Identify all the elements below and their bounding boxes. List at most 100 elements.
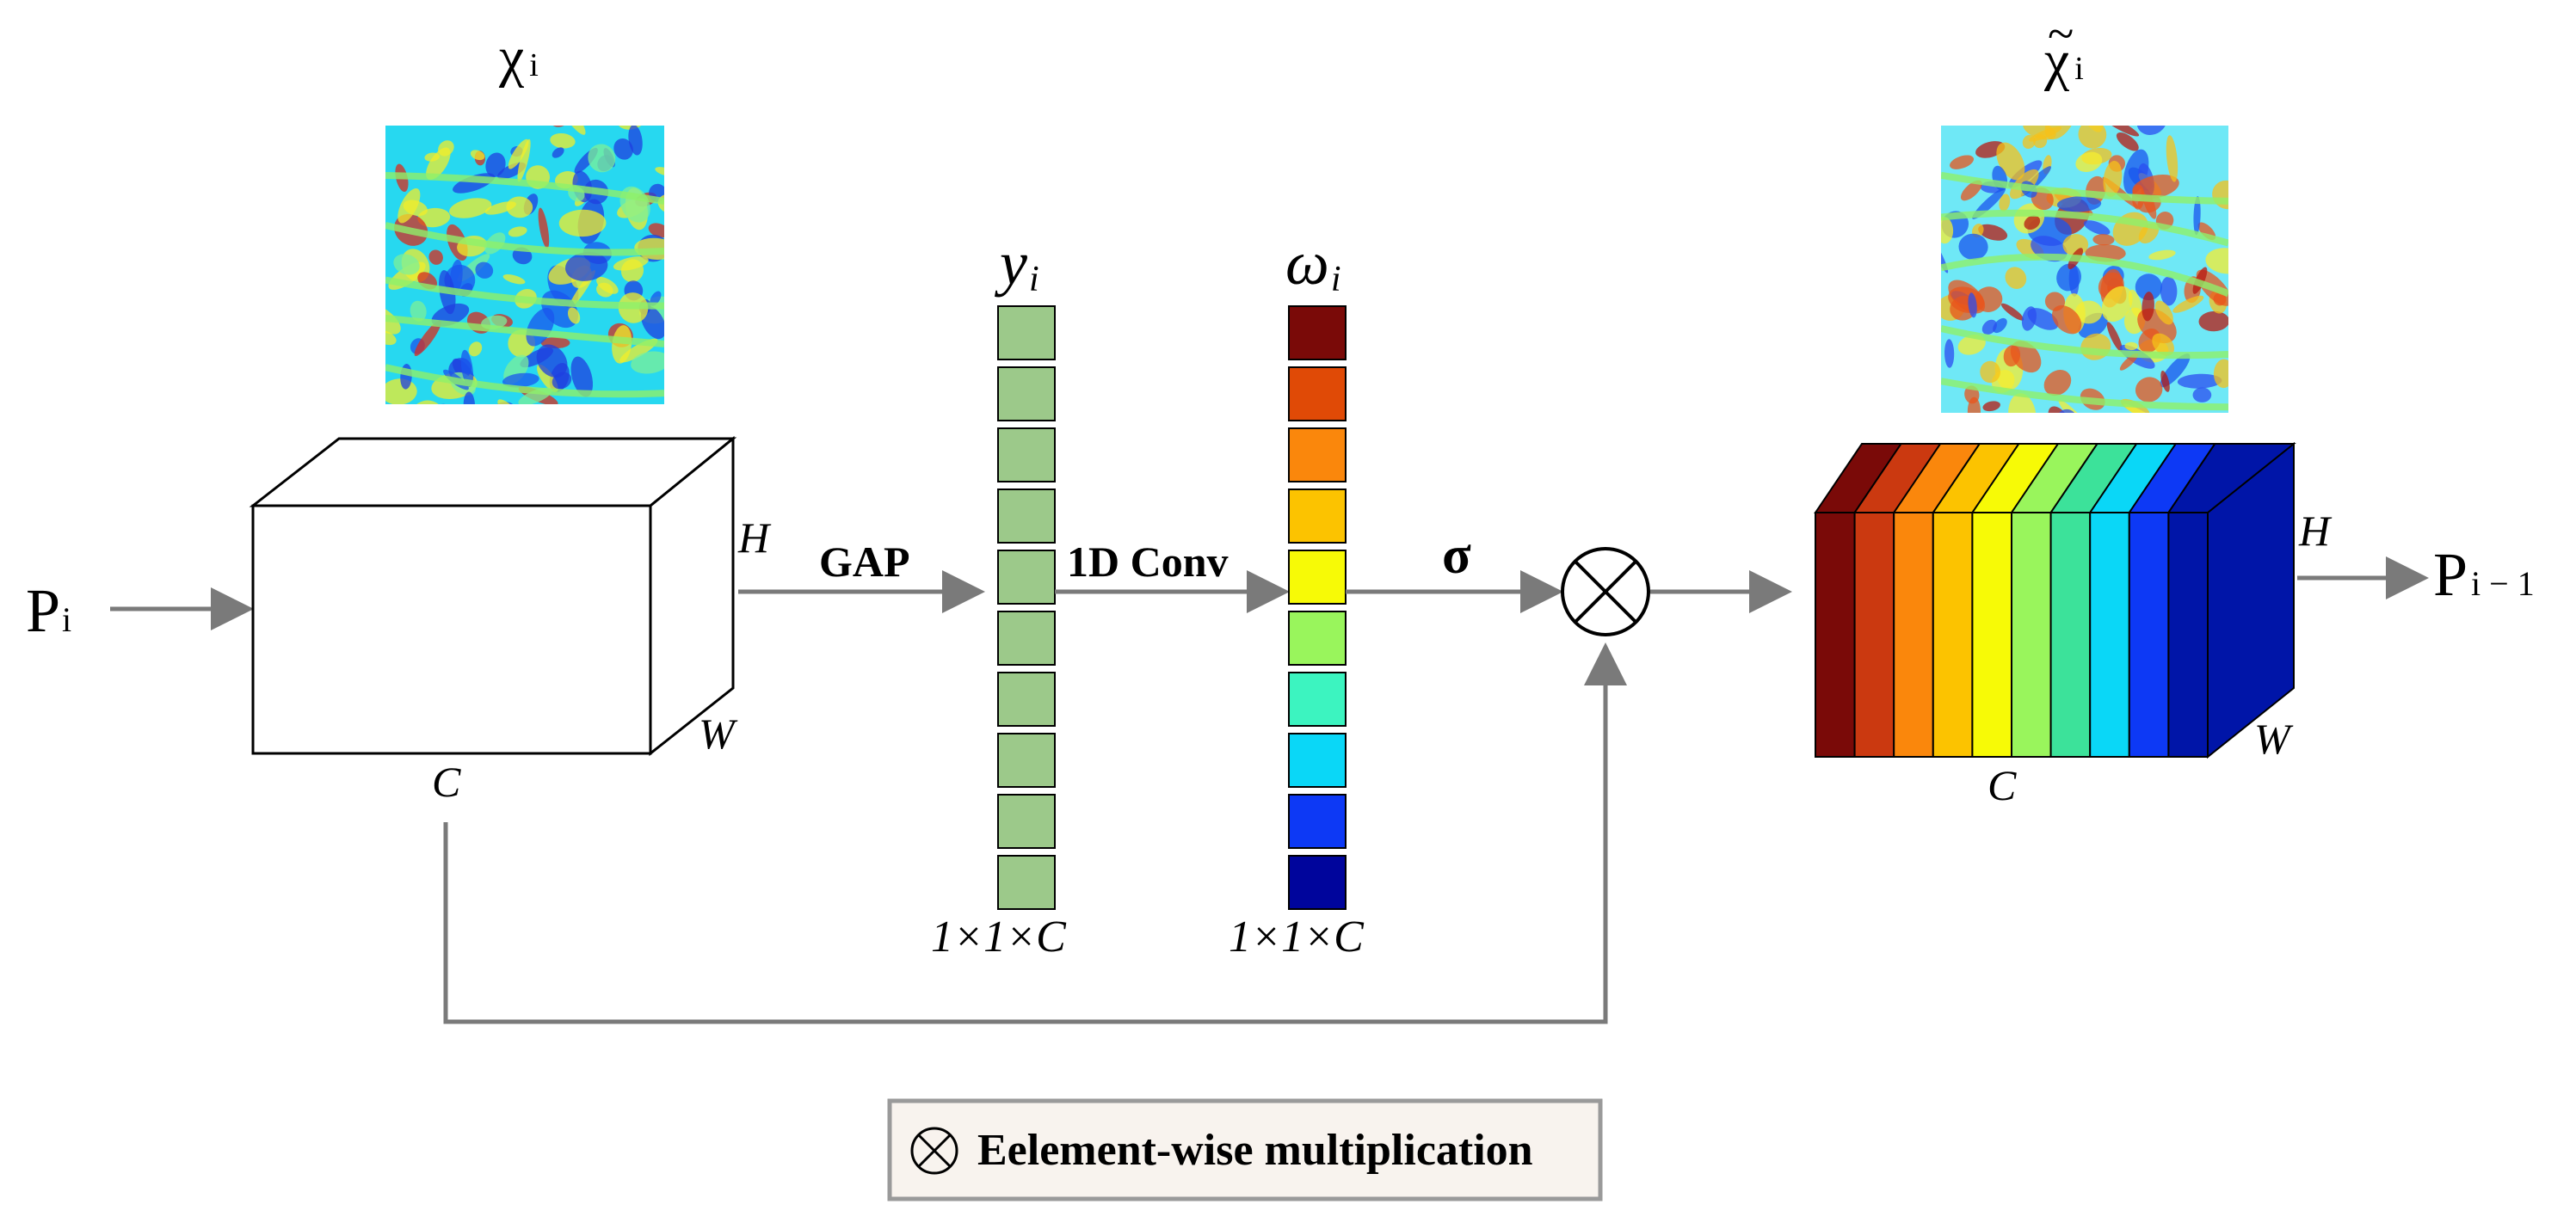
heatmap-blob [640, 305, 664, 340]
heatmap-blob [2044, 292, 2066, 311]
legend: Eelement-wise multiplication [887, 1098, 1603, 1201]
heatmap-blob [438, 140, 454, 157]
heatmap-blob [2136, 126, 2167, 135]
heatmap-blob [2172, 295, 2204, 313]
y-cell [997, 489, 1056, 544]
input-feature-map [330, 96, 733, 404]
input-cube-h-label: H [737, 513, 772, 562]
sigma-label: σ [1442, 526, 1471, 585]
heatmap-blob [2135, 377, 2163, 402]
heatmap-blob [552, 147, 564, 158]
heatmap-blob [2102, 126, 2140, 137]
heatmap-blob [585, 96, 604, 113]
output-feature-map [1941, 71, 2228, 413]
y-cell [997, 794, 1056, 849]
heatmap-road [1941, 378, 2228, 411]
heatmap-road [385, 364, 664, 398]
heatmap-blob [508, 226, 527, 237]
heatmap-blob [683, 247, 733, 295]
heatmap-blob [2000, 71, 2043, 119]
heatmap-blob [2052, 304, 2082, 335]
heatmap-blob [2142, 292, 2154, 322]
heatmap-blob [1958, 233, 1988, 261]
heatmap-blob [2056, 196, 2102, 212]
heatmap-blob [612, 325, 632, 364]
heatmap-blob [2152, 333, 2175, 356]
heatmap-blob [463, 391, 476, 404]
heatmap-blob [1993, 317, 2007, 334]
heatmap-blob [1982, 401, 2000, 412]
heatmap-blob [2124, 341, 2138, 351]
heatmap-blob [449, 198, 492, 218]
heatmap-blob [385, 303, 401, 335]
heatmap-road [385, 172, 664, 205]
heatmap-blob [2024, 215, 2041, 230]
heatmap-blob [2192, 387, 2212, 402]
heatmap-blob [663, 208, 691, 236]
heatmap-blob [2101, 286, 2133, 323]
output-slice [1932, 512, 1974, 758]
heatmap-blob [2160, 276, 2178, 306]
heatmap-blob [675, 230, 689, 245]
input-cube-c-label: C [432, 758, 461, 806]
heatmap-blob [475, 261, 494, 279]
heatmap-blob [536, 344, 568, 378]
heatmap-blob [1978, 224, 2008, 241]
y-cell [997, 855, 1056, 910]
heatmap-blob [1968, 292, 1977, 318]
output-slice [2089, 512, 2130, 758]
heatmap-road [1941, 171, 2228, 205]
heatmap-blob [1967, 396, 1981, 413]
omega-cell [1288, 855, 1347, 910]
heatmap-blob [368, 151, 385, 167]
output-slice [2049, 512, 2092, 758]
y-cell [997, 366, 1056, 421]
heatmap-blob [550, 132, 576, 149]
heatmap-blob [2177, 373, 2222, 389]
input-cube-w-label: W [699, 710, 738, 758]
multiply-node-icon [1561, 547, 1650, 636]
output-tensor-cube [1814, 441, 2296, 759]
heatmap-blob [502, 274, 526, 285]
heatmap-blob [559, 126, 586, 135]
omega-label: ωi [1285, 229, 1341, 299]
heatmap-blob [2044, 126, 2076, 140]
heatmap-blob [468, 341, 483, 357]
legend-text: Eelement-wise multiplication [977, 1126, 1533, 1175]
heatmap-blob [403, 200, 428, 216]
heatmap-blob [2213, 359, 2228, 389]
heatmap-blob [410, 300, 427, 322]
legend-box [887, 1098, 1603, 1201]
omega-dim-label: 1×1×C [1229, 913, 1365, 962]
output-cube-h-label: H [2298, 507, 2333, 555]
heatmap-blob [537, 364, 558, 393]
output-slice [1971, 512, 2012, 758]
heatmap-blob [2078, 126, 2107, 149]
heatmap-blob [424, 152, 440, 162]
heatmap-blob [502, 372, 539, 388]
heatmap-blob [648, 223, 664, 238]
y-label: yi [994, 229, 1039, 299]
heatmap-blob [385, 330, 397, 346]
heatmap-blob [2083, 220, 2111, 236]
y-cell [997, 305, 1056, 360]
heatmap-blob [330, 272, 377, 316]
heatmap-blob [1980, 360, 2000, 384]
heatmap-blob [613, 138, 633, 160]
heatmap-blob [1944, 339, 1955, 368]
heatmap-blob [664, 187, 699, 224]
heatmap-blob [484, 201, 516, 215]
heatmap-blob [588, 144, 616, 173]
heatmap-blob [2075, 151, 2103, 173]
y-cell [997, 611, 1056, 666]
heatmap-blob [2135, 273, 2162, 301]
heatmap-road [1941, 253, 2228, 298]
heatmap-road [385, 314, 664, 347]
heatmap-blob [2205, 248, 2228, 274]
output-slice [1815, 512, 1856, 758]
heatmap-blob [669, 270, 721, 316]
heatmap-blob [2166, 135, 2179, 182]
heatmap-blob [665, 336, 677, 354]
